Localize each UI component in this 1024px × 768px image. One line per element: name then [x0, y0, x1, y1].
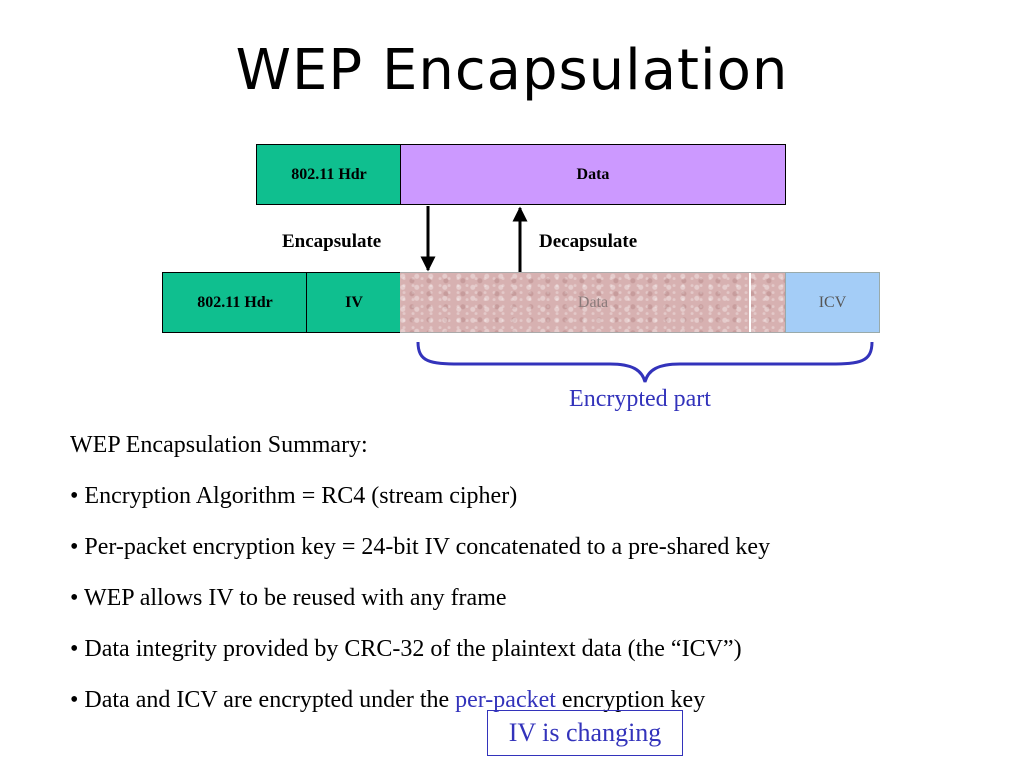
summary-bullet: • WEP allows IV to be reused with any fr… — [70, 585, 507, 611]
top-hdr-label: 802.11 Hdr — [291, 165, 367, 183]
top-data-field: Data — [400, 144, 786, 205]
encapsulate-label: Encapsulate — [282, 231, 382, 252]
top-hdr-field: 802.11 Hdr — [256, 144, 402, 205]
summary-bullet: • Per-packet encryption key = 24-bit IV … — [70, 534, 771, 560]
summary-bullet: • Encryption Algorithm = RC4 (stream cip… — [70, 483, 518, 509]
bottom-hdr-field: 802.11 Hdr — [162, 272, 308, 333]
decapsulate-label: Decapsulate — [539, 231, 638, 252]
per-packet-highlight: per-packet — [455, 687, 556, 713]
top-data-label: Data — [576, 165, 610, 183]
summary-bullet-last: • Data and ICV are encrypted under the p… — [70, 675, 970, 726]
encrypted-brace — [416, 341, 874, 383]
summary-section: WEP Encapsulation Summary: • Encryption … — [70, 420, 970, 726]
data-divider — [749, 273, 751, 332]
iv-changing-note: IV is changing — [487, 710, 683, 756]
encrypted-data-field: Data — [400, 272, 786, 333]
summary-heading: WEP Encapsulation Summary: — [70, 432, 368, 458]
bullet-text-after: encryption key — [555, 687, 706, 713]
encrypted-part-label: Encrypted part — [569, 386, 711, 412]
encrypted-data-label: Data — [577, 293, 609, 311]
icv-field: ICV — [785, 272, 880, 333]
page-title: WEP Encapsulation — [235, 38, 789, 103]
bottom-hdr-label: 802.11 Hdr — [197, 293, 273, 311]
summary-bullet: • Data integrity provided by CRC-32 of t… — [70, 636, 742, 662]
bullet-text-before: • Data and ICV are encrypted under the — [70, 687, 456, 713]
icv-label: ICV — [818, 293, 847, 311]
iv-label: IV — [345, 293, 363, 311]
iv-field: IV — [306, 272, 402, 333]
